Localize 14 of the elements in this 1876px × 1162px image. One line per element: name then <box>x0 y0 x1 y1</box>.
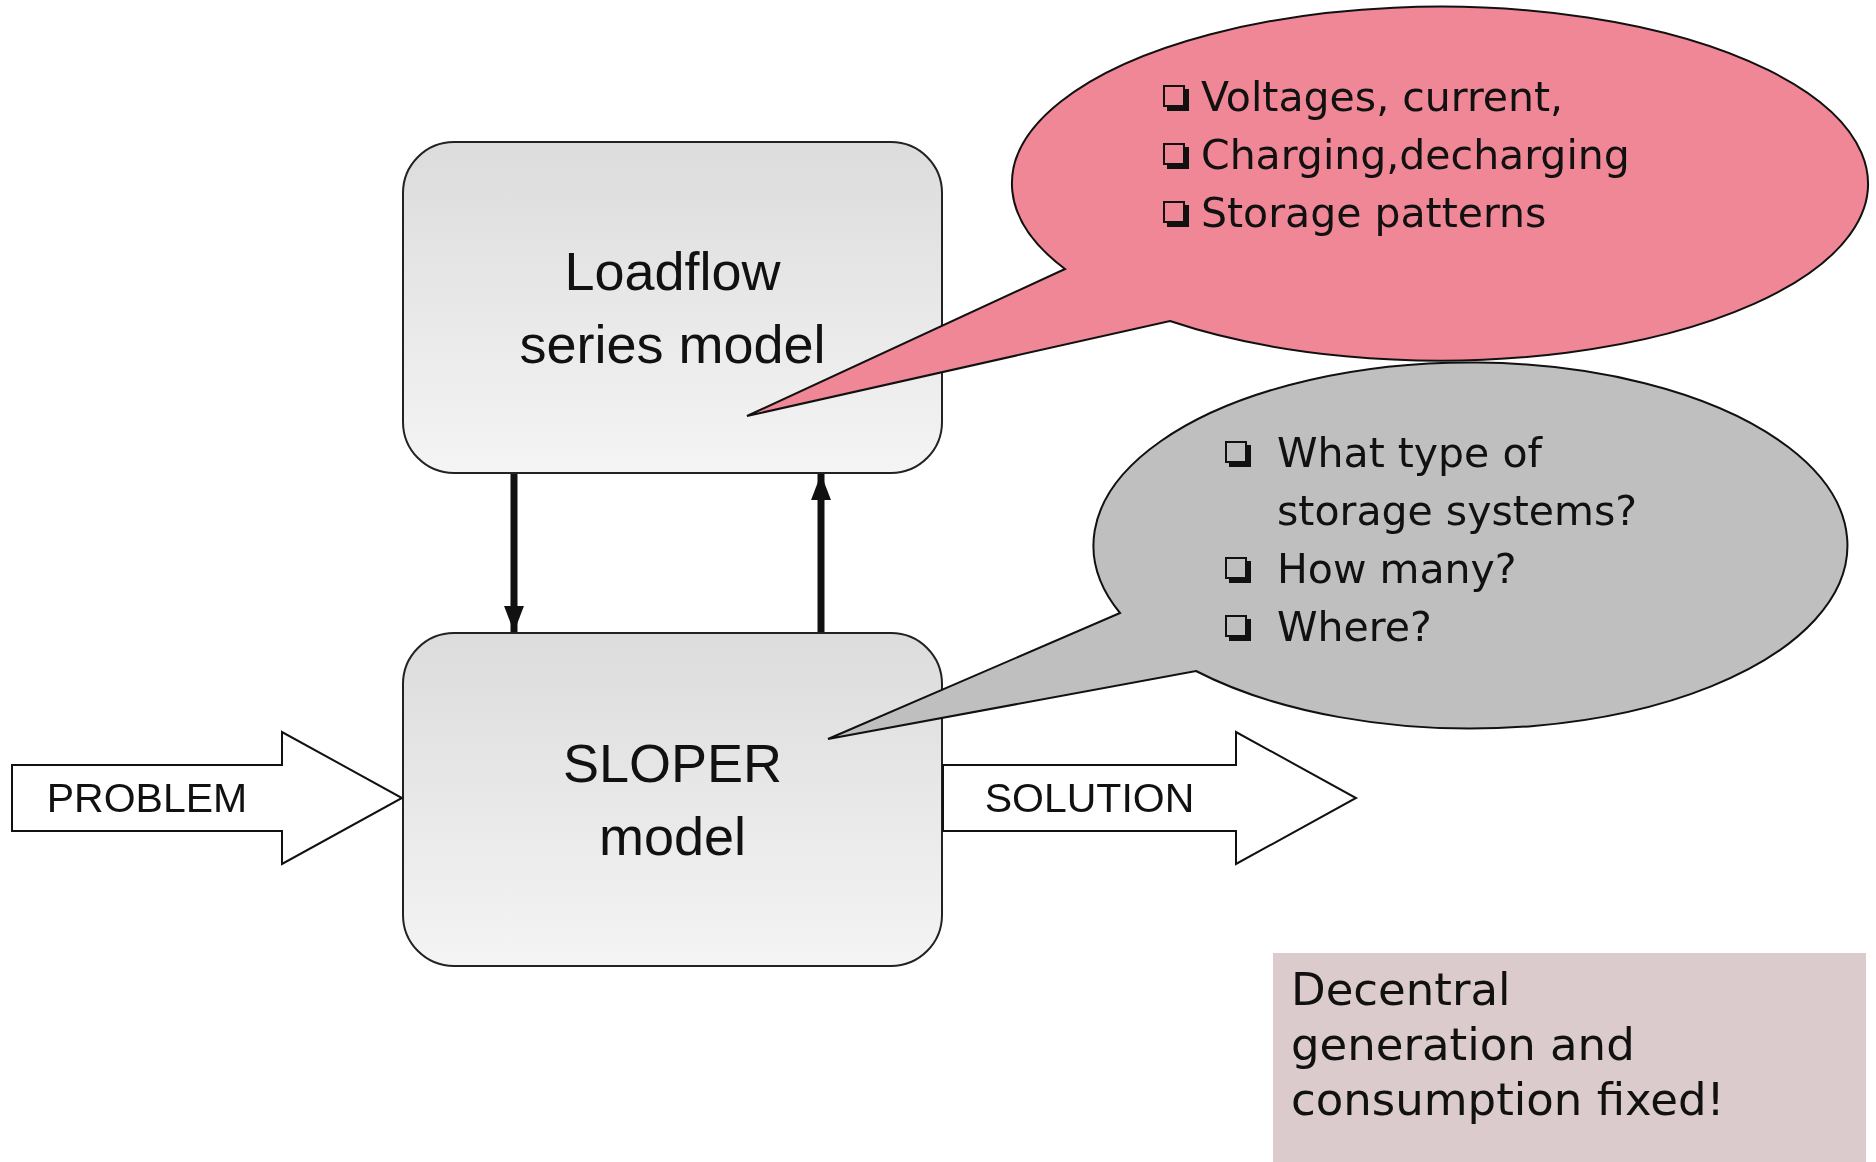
bullet-text: Charging,decharging <box>1201 130 1630 181</box>
arrow <box>811 474 831 632</box>
arrow <box>504 474 524 632</box>
box-label: SLOPER model <box>561 731 784 868</box>
note-text: Decentral generation and consumption fixed! <box>1291 963 1726 1128</box>
bullet-text: Storage patterns <box>1201 188 1547 239</box>
bullet-text: How many? <box>1277 544 1517 595</box>
box-label: Loadflow series model <box>518 239 827 376</box>
note-box <box>1273 953 1866 1162</box>
bullet-text: What type of storage systems? <box>1277 428 1639 537</box>
rounded-process-box <box>402 632 943 967</box>
bullet-text: Where? <box>1277 602 1432 653</box>
bullet-text: Voltages, current, <box>1201 72 1564 123</box>
rounded-process-box <box>402 141 943 474</box>
